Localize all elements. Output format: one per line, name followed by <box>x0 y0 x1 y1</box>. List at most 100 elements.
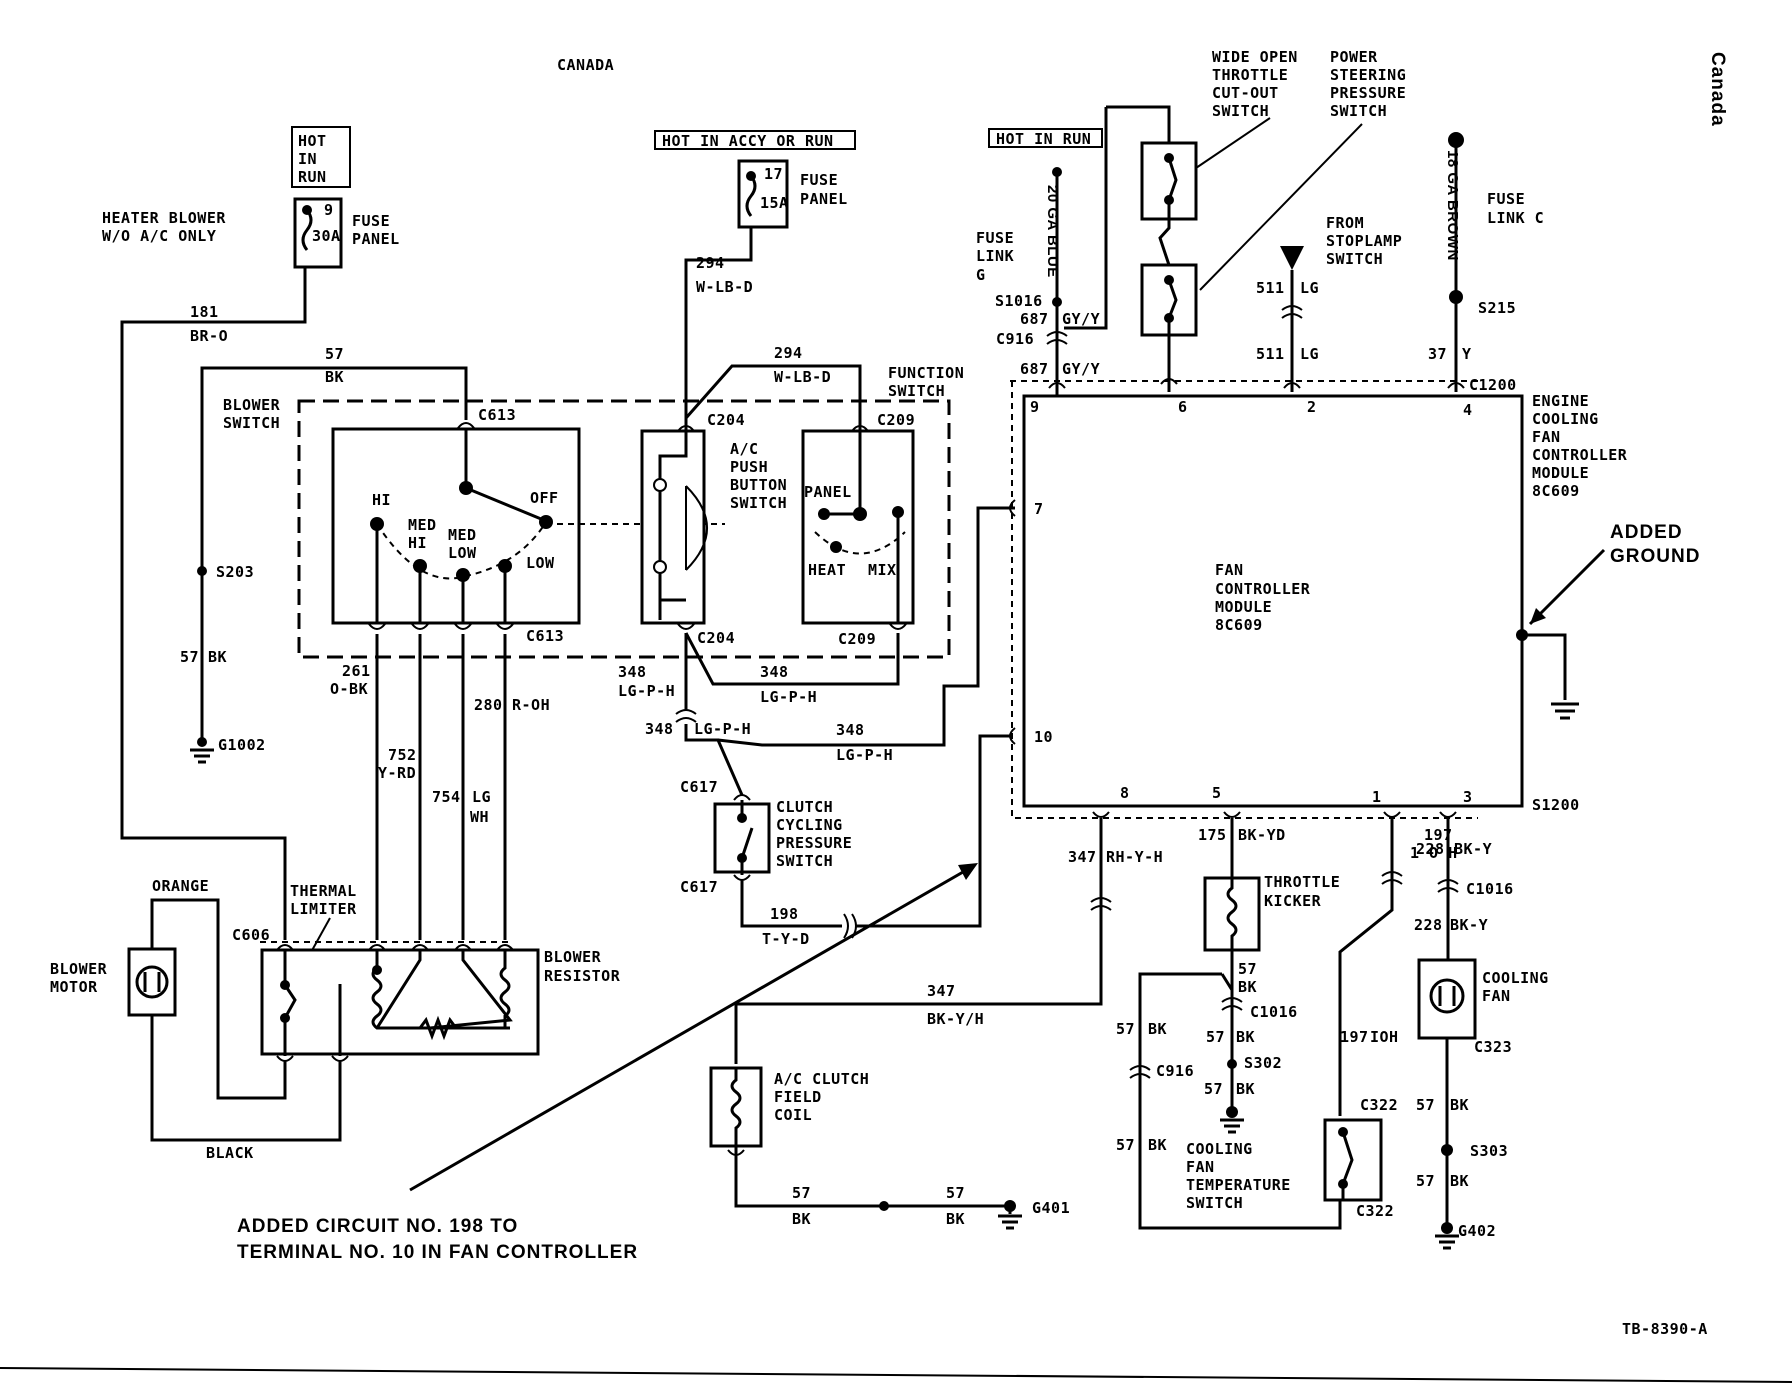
fuse-link-g-1: FUSE <box>976 229 1014 247</box>
fuse-link-c-2: LINK C <box>1487 209 1544 227</box>
w348a-num: 348 <box>618 663 647 681</box>
throttle-kicker-box <box>1203 876 1261 952</box>
terminal-6-connector <box>1160 378 1178 385</box>
thermal-limiter-element <box>283 950 297 1056</box>
hot-in-run-box-left <box>291 126 351 188</box>
w37-color: Y <box>1462 345 1472 363</box>
terminal-1: 1 <box>1372 788 1382 806</box>
pos-medhi-2: HI <box>408 534 427 552</box>
ac-pb-label-2: PUSH <box>730 458 768 476</box>
added-ground-symbol <box>1551 702 1579 720</box>
w348d-num: 348 <box>836 721 865 739</box>
w687b-color: GY/Y <box>1062 360 1100 378</box>
ac-switch-internal <box>658 431 688 620</box>
fan-controller-dotted-outline <box>1010 380 1478 819</box>
c916-connector-bottom <box>1129 1065 1151 1079</box>
wire-black <box>150 1015 342 1142</box>
c209-bottom-label: C209 <box>838 630 876 648</box>
w57u-color: BK <box>1450 1096 1469 1114</box>
terminal-5: 5 <box>1212 784 1222 802</box>
w181-color: BR-O <box>190 327 228 345</box>
fuse-30a-label: 30A <box>312 227 341 245</box>
ps-label-4: SWITCH <box>1330 102 1387 120</box>
ac-clutch-bottom-connector <box>727 1149 745 1156</box>
w57k-num: 57 <box>792 1184 811 1202</box>
c617-bottom-connector <box>733 874 751 881</box>
c617-top-label: C617 <box>680 778 718 796</box>
blower-motor-brushes <box>143 972 161 992</box>
ac-switch-button <box>685 485 708 571</box>
g401-splice-dot <box>879 1201 889 1211</box>
s303-label: S303 <box>1470 1142 1508 1160</box>
w511a-num: 511 <box>1256 279 1285 297</box>
w261-color: O-BK <box>330 680 368 698</box>
w754-color-1: LG <box>472 788 491 806</box>
w348b-num: 348 <box>760 663 789 681</box>
s215-dot <box>1449 290 1463 304</box>
w347b-num: 347 <box>927 982 956 1000</box>
w348d-color: LG-P-H <box>836 746 893 764</box>
terminal-9: 9 <box>1030 398 1040 416</box>
black-wire-label: BLACK <box>206 1144 254 1162</box>
cooling-fan-label-2: FAN <box>1482 987 1511 1005</box>
w57s-color: BK <box>208 648 227 666</box>
ps-blade <box>1167 279 1178 392</box>
fcm-label-4: 8C609 <box>1215 616 1263 634</box>
c916-connector-top <box>1046 331 1068 345</box>
w175-color: BK-YD <box>1238 826 1286 844</box>
cft-label-3: TEMPERATURE <box>1186 1176 1291 1194</box>
c322-bottom-label: C322 <box>1356 1202 1394 1220</box>
w294a-num: 294 <box>696 254 725 272</box>
ac-clutch-label-3: COIL <box>774 1106 812 1124</box>
ecfcm-label-1: ENGINE <box>1532 392 1589 410</box>
w57s-num: 57 <box>180 648 199 666</box>
fan-controller-module-box <box>1022 394 1524 808</box>
ac-pb-label-1: A/C <box>730 440 759 458</box>
c204-bottom-connector <box>677 623 695 630</box>
c1016-connector-a <box>1221 997 1243 1011</box>
pos-medlow-1: MED <box>448 526 477 544</box>
w57k-color: BK <box>792 1210 811 1228</box>
w197a-num: 197 <box>1424 826 1453 844</box>
s302-ground-symbol <box>1220 1118 1244 1134</box>
w197b-num: 197 <box>1340 1028 1369 1046</box>
terminal-9-connector <box>1048 382 1066 389</box>
fuse-panel-a-2: PANEL <box>352 230 400 248</box>
clutch-cycling-label-1: CLUTCH <box>776 798 833 816</box>
fuse-link-g-2: LINK <box>976 247 1014 265</box>
w511b-num: 511 <box>1256 345 1285 363</box>
blower-motor-label-2: MOTOR <box>50 978 98 996</box>
terminal-2: 2 <box>1307 398 1317 416</box>
w57r-color: BK <box>1148 1020 1167 1038</box>
clutch-cycling-label-2: CYCLING <box>776 816 843 834</box>
hot-in-run-box-right <box>988 128 1103 148</box>
wot-label-4: SWITCH <box>1212 102 1269 120</box>
c204-bottom-label: C204 <box>697 629 735 647</box>
terminal-4: 4 <box>1463 401 1473 419</box>
fuse-link-c-1: FUSE <box>1487 190 1525 208</box>
w228b-color: BK-Y <box>1450 916 1488 934</box>
stoplamp-label-2: STOPLAMP <box>1326 232 1402 250</box>
w687a-num: 687 <box>1020 310 1049 328</box>
wire-57-blower <box>200 366 468 740</box>
w57q-num: 57 <box>1204 1080 1223 1098</box>
ecfcm-label-4: CONTROLLER <box>1532 446 1628 464</box>
w347a-color: RH-Y-H <box>1106 848 1163 866</box>
ac-push-button-box <box>640 429 706 625</box>
thermal-limiter-label-1: THERMAL <box>290 882 357 900</box>
g1002-label: G1002 <box>218 736 266 754</box>
wire-348-to-clutch <box>684 724 744 796</box>
fcm-label-1: FAN <box>1215 561 1244 579</box>
wire-348-to-terminal-7 <box>717 506 1015 747</box>
ac-pb-label-4: SWITCH <box>730 494 787 512</box>
c613-top-connector <box>457 422 475 429</box>
pos-low: LOW <box>526 554 555 572</box>
added-circuit-arrowhead <box>958 863 978 880</box>
fuse-link-g-3: G <box>976 266 986 284</box>
fuse-panel-15a <box>737 159 789 229</box>
blower-switch-label-1: BLOWER <box>223 396 281 414</box>
fuse-element-30a <box>301 209 313 251</box>
pos-hi: HI <box>372 491 391 509</box>
w511a-color: LG <box>1300 279 1319 297</box>
